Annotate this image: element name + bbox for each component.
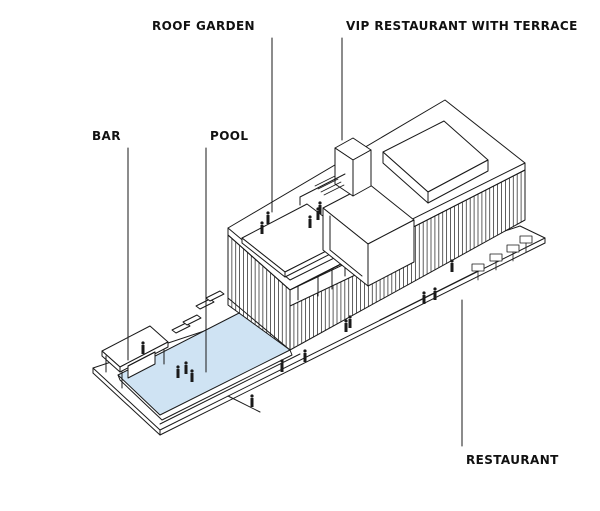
person-figure: [344, 319, 348, 332]
street-line: [159, 353, 301, 425]
plinth-edge: [92, 372, 161, 436]
facade-louvres: [231, 238, 287, 348]
restaurant-tables: [471, 235, 533, 281]
person-figure: [250, 394, 254, 407]
roof-railing: [299, 173, 346, 206]
label-roof-garden: ROOF GARDEN: [152, 19, 255, 33]
person-figure: [348, 315, 352, 328]
person-figure: [260, 221, 264, 234]
person-figure: [176, 365, 180, 378]
people: [141, 201, 454, 407]
person-figure: [422, 291, 426, 304]
vip-glazing: [329, 215, 363, 277]
person-figure: [190, 369, 194, 382]
plinth-edge: [159, 242, 546, 436]
person-figure: [433, 287, 437, 300]
label-pool: POOL: [210, 129, 249, 143]
person-figure: [184, 361, 188, 374]
person-figure: [141, 341, 145, 354]
street-line: [379, 269, 481, 321]
upper-box-right: [427, 159, 489, 204]
opening-glazing: [297, 261, 346, 301]
stair-core-right: [352, 149, 372, 197]
person-figure: [280, 359, 284, 372]
label-restaurant: RESTAURANT: [466, 453, 559, 467]
street-line: [227, 395, 261, 413]
person-figure: [318, 201, 322, 214]
person-figure: [303, 349, 307, 362]
bar-counter-top: [127, 351, 156, 367]
pool-edge: [117, 349, 293, 421]
person-figure: [308, 215, 312, 228]
person-figure: [450, 259, 454, 272]
vip-volume-right: [367, 219, 415, 287]
roof-stair: [314, 175, 345, 196]
person-figure: [266, 211, 270, 224]
lounger: [171, 290, 225, 334]
label-bar: BAR: [92, 129, 121, 143]
label-vip-restaurant: VIP RESTAURANT WITH TERRACE: [346, 19, 578, 33]
